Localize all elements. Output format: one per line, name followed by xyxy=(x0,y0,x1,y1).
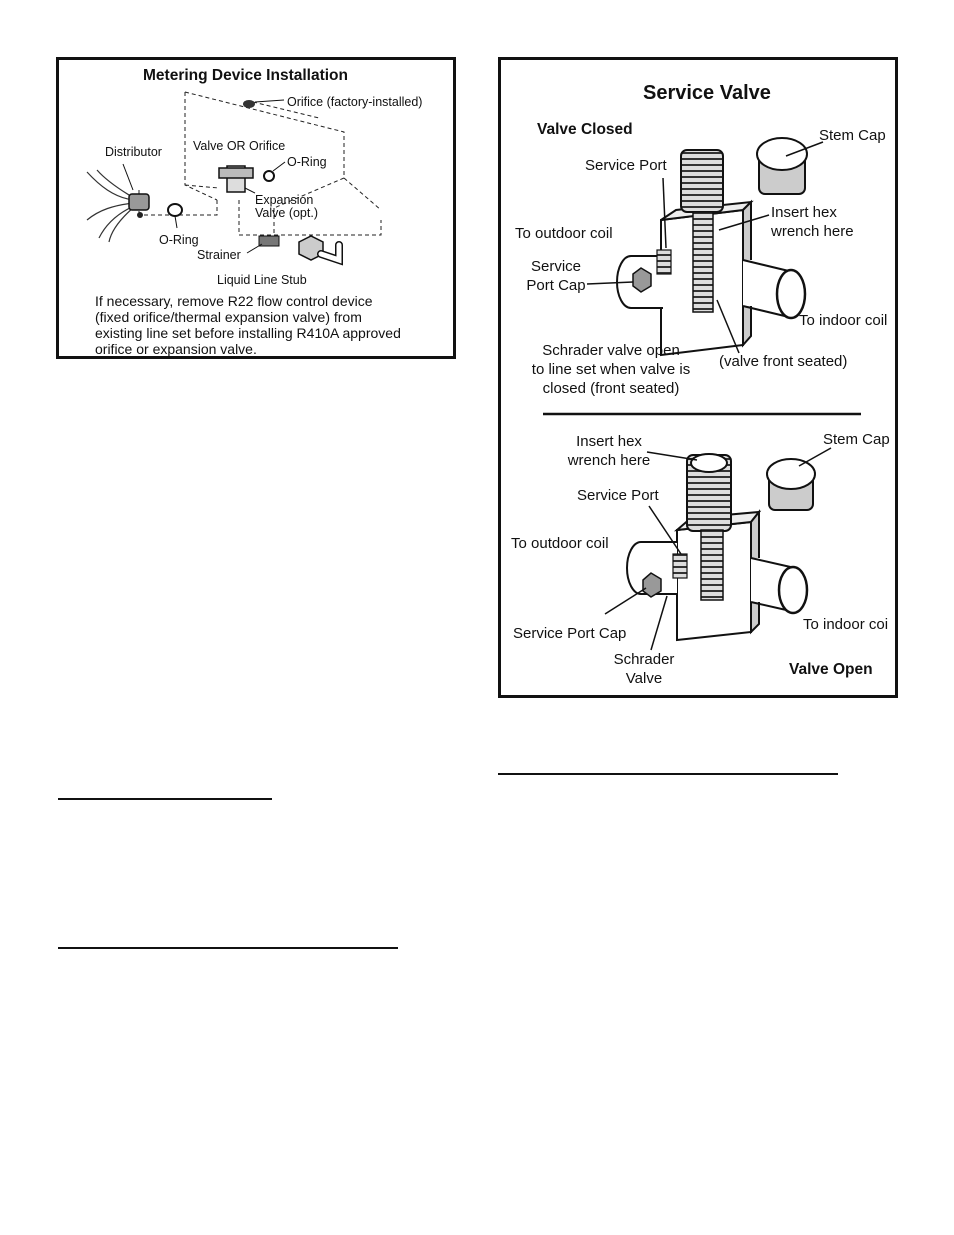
open-schrader-line-2: Valve xyxy=(625,670,663,687)
open-insert-hex-line-2: wrench here xyxy=(567,452,651,469)
closed-to-outdoor-coil-label: To outdoor coil xyxy=(515,225,613,242)
service-valve-figure: Service Valve Valve Closed Stem Cap Serv… xyxy=(498,57,898,698)
closed-service-port-label: Service Port xyxy=(585,157,667,174)
closed-schrader-line-2: to line set when valve is xyxy=(531,361,691,378)
label-expansion-valve-opt: Valve (opt.) xyxy=(255,206,318,220)
closed-schrader-line-1: Schrader valve open xyxy=(542,342,680,359)
label-o-ring-top: O-Ring xyxy=(287,155,327,169)
service-valve-title: Service Valve xyxy=(643,82,771,104)
label-liquid-line-stub: Liquid Line Stub xyxy=(217,273,307,287)
label-valve-or-orifice: Valve OR Orifice xyxy=(193,139,286,153)
open-insert-hex-line-1: Insert hex xyxy=(576,433,642,450)
closed-insert-hex-line-2: wrench here xyxy=(771,223,854,240)
valve-open-heading: Valve Open xyxy=(789,661,873,678)
closed-schrader-line-3: closed (front seated) xyxy=(542,380,680,397)
metering-title: Metering Device Installation xyxy=(143,67,348,84)
closed-service-port-cap-line-2: Port Cap xyxy=(526,277,586,294)
label-o-ring-bottom: O-Ring xyxy=(159,233,199,247)
section-rule-right-1 xyxy=(498,773,838,775)
open-to-outdoor-coil-label: To outdoor coil xyxy=(511,535,609,552)
label-strainer: Strainer xyxy=(197,248,241,262)
section-rule-left-1 xyxy=(58,798,272,800)
open-schrader-line-1: Schrader xyxy=(613,651,675,668)
open-service-port-cap-label: Service Port Cap xyxy=(513,625,627,642)
label-orifice-factory: Orifice (factory-installed) xyxy=(287,95,423,109)
closed-insert-hex-line-1: Insert hex xyxy=(771,204,837,221)
metering-device-figure: Metering Device Installation Orifice (fa… xyxy=(56,57,456,359)
metering-note-line-3: existing line set before installing R410… xyxy=(95,325,401,341)
open-service-port-label: Service Port xyxy=(577,487,659,504)
label-distributor: Distributor xyxy=(105,145,162,159)
closed-front-seated-label: (valve front seated) xyxy=(719,353,848,370)
valve-closed-heading: Valve Closed xyxy=(537,121,633,138)
service-valve-illustration xyxy=(543,137,861,651)
section-rule-left-2 xyxy=(58,947,398,949)
metering-note-line-4: orifice or expansion valve. xyxy=(95,341,257,357)
label-expansion: Expansion xyxy=(255,193,314,207)
metering-note-line-2: (fixed orifice/thermal expansion valve) … xyxy=(95,309,362,325)
closed-service-port-cap-line-1: Service xyxy=(530,258,582,275)
metering-device-illustration xyxy=(86,91,382,266)
metering-note-line-1: If necessary, remove R22 flow control de… xyxy=(95,293,373,309)
closed-to-indoor-coil-label: To indoor coil xyxy=(799,312,888,329)
open-to-indoor-coil-label: To indoor coi xyxy=(803,616,889,633)
open-stem-cap-label: Stem Cap xyxy=(823,431,890,448)
closed-stem-cap-label: Stem Cap xyxy=(819,127,886,144)
